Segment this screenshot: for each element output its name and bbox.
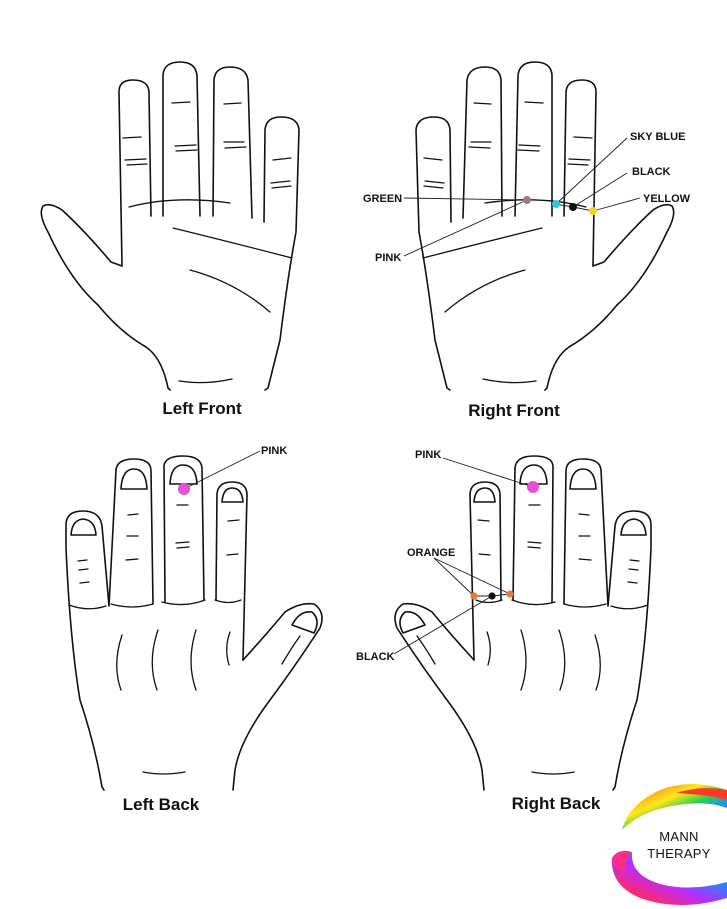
caption-right-back: Right Back [512,794,601,813]
black-point-dot [569,203,577,211]
label-sky-blue: SKY BLUE [630,131,685,143]
right-back-hand: PINK ORANGE BLACK [356,449,652,791]
caption-left-back: Left Back [123,795,200,814]
logo-line1: MANN [659,829,698,844]
orange-point-dot-left [470,592,478,600]
caption-right-front: Right Front [468,401,560,420]
label-pink-left-back: PINK [261,445,287,457]
left-back-hand: PINK [65,445,323,791]
label-black-back: BLACK [356,651,395,663]
label-orange: ORANGE [407,547,455,559]
caption-left-front: Left Front [162,399,242,418]
right-front-hand: GREEN PINK SKY BLUE BLACK YELLOW [363,61,691,391]
label-green: GREEN [363,193,402,205]
label-yellow: YELLOW [643,193,691,205]
yellow-point-dot [589,207,597,215]
label-pink-front: PINK [375,252,401,264]
left-back-pink-dot [178,483,190,495]
logo-line2: THERAPY [647,846,711,861]
mann-therapy-logo: MANN THERAPY [611,784,727,905]
right-back-pink-dot [527,481,539,493]
left-front-hand [40,61,300,391]
green-point-dot [523,196,531,204]
sky-blue-point-dot [552,200,560,208]
label-pink-right-back: PINK [415,449,441,461]
right-back-black-dot [488,592,496,600]
orange-point-dot-right [506,590,514,598]
label-black-front: BLACK [632,166,671,178]
